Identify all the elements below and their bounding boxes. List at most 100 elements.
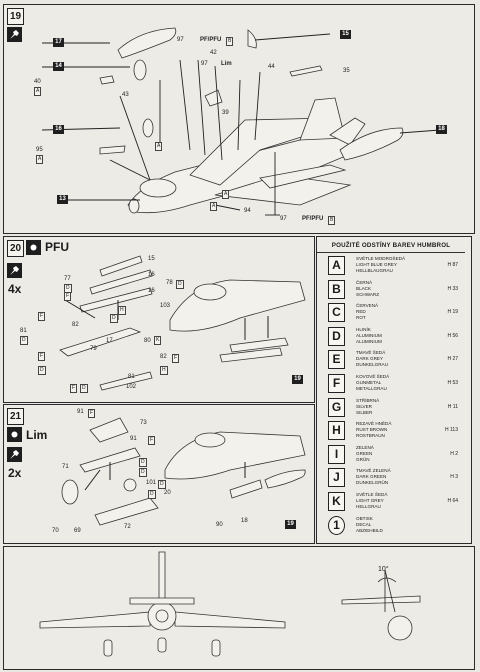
glue-icon (7, 263, 22, 278)
tag-f-4: F (172, 354, 180, 363)
variant-ref-pf-pfu-bottom: PF/PFU (302, 216, 324, 222)
tag-a-1: A (34, 87, 42, 96)
tag-d-9: D (158, 480, 166, 489)
callout-17: 17 (53, 38, 64, 47)
part-71: 71 (62, 464, 69, 470)
part-16b: 16 (148, 288, 155, 294)
variant-ref-number-1: 97 (177, 37, 184, 43)
paint-letter: E (328, 350, 345, 370)
tag-d-2: D (20, 336, 28, 345)
paint-name-line: GRÜN (356, 456, 370, 462)
tag-a-4: A (222, 190, 230, 199)
glue-icon (7, 27, 22, 42)
paint-letter: J (328, 468, 345, 488)
part-90: 90 (216, 522, 223, 528)
paint-letter: H (328, 421, 345, 441)
paint-code: H 33 (447, 285, 458, 292)
paint-name-line: LIGHT GREY (356, 498, 384, 503)
pfu-variant-icon (26, 240, 41, 255)
part-16a: 16 (148, 272, 155, 278)
part-94: 94 (244, 208, 251, 214)
step-20-number: 20 (7, 240, 24, 257)
part-81a: 81 (20, 328, 27, 334)
paint-name-line: GUNMETAL (356, 380, 382, 385)
paint-name-line: ROSTBRAUN (356, 433, 385, 439)
callout-14: 14 (53, 62, 64, 71)
paint-letter: F (328, 374, 345, 393)
paint-code: H 3 (450, 474, 458, 481)
paint-code: H 87 (447, 262, 458, 268)
tag-k-1: K (154, 336, 162, 345)
paint-name-line: DARK GREY (356, 356, 384, 362)
part-44: 44 (268, 64, 275, 70)
variant-ref-pf-pfu-top: PF/PFU (200, 37, 222, 43)
paint-name-line: DECAL (356, 521, 372, 527)
step-20-panel (3, 236, 315, 403)
paint-letter: D (328, 326, 345, 346)
paint-name-line: HLINÍK (356, 326, 371, 332)
part-101: 101 (146, 480, 157, 486)
step-21-number: 21 (7, 408, 24, 425)
part-81b: 81 (128, 374, 135, 380)
paint-letter: I (328, 444, 345, 464)
step-21-quantity: 2x (8, 466, 22, 480)
paint-name-line: ROT (356, 315, 366, 321)
paint-name-line: LIGHT BLUE GREY (356, 262, 398, 267)
part-20: 20 (164, 490, 171, 496)
tag-f-2: F (64, 292, 72, 301)
paint-name-line: SVĚTLE MODROŠEDÁ (356, 256, 406, 261)
paint-name-line: HELLGRAU (356, 504, 381, 509)
paint-name-line: ČERNÁ (356, 279, 373, 285)
part-82b: 82 (160, 354, 167, 360)
paint-name-line: TMAVĚ ŠEDÁ (356, 350, 386, 356)
paint-name-line: TMAVĚ ZELENÁ (356, 468, 391, 474)
part-77: 77 (64, 276, 71, 282)
part-43: 43 (122, 92, 129, 98)
paint-code: H 113 (445, 427, 458, 434)
step-19-number: 19 (7, 8, 24, 25)
paint-letter: G (328, 397, 345, 417)
tag-h-2: H (160, 366, 168, 375)
part-91a: 91 (77, 409, 84, 415)
paint-name-line: SVĚTLE ŠEDÁ (356, 492, 388, 497)
tag-f-3: F (38, 352, 46, 361)
tag-b-2: B (328, 216, 336, 225)
step-20-variant: PFU (45, 240, 69, 254)
paint-code: H 53 (447, 380, 458, 386)
variant-ref-number-3: 97 (280, 216, 287, 222)
paint-letter: A (328, 256, 345, 275)
paint-code: H 56 (447, 332, 458, 339)
paint-code: H 19 (447, 309, 458, 316)
tag-d-5: D (80, 384, 88, 393)
paint-code: H 27 (447, 356, 458, 363)
final-view-panel (3, 546, 475, 670)
angle-label: 10° (378, 566, 389, 573)
callout-13: 13 (57, 195, 68, 204)
paint-name-line: SILBER (356, 409, 373, 415)
paint-name-line: ČERVENÁ (356, 303, 379, 309)
callout-16: 16 (53, 125, 64, 134)
part-72: 72 (124, 524, 131, 530)
paint-name-line: METALLGRAU (356, 386, 387, 391)
